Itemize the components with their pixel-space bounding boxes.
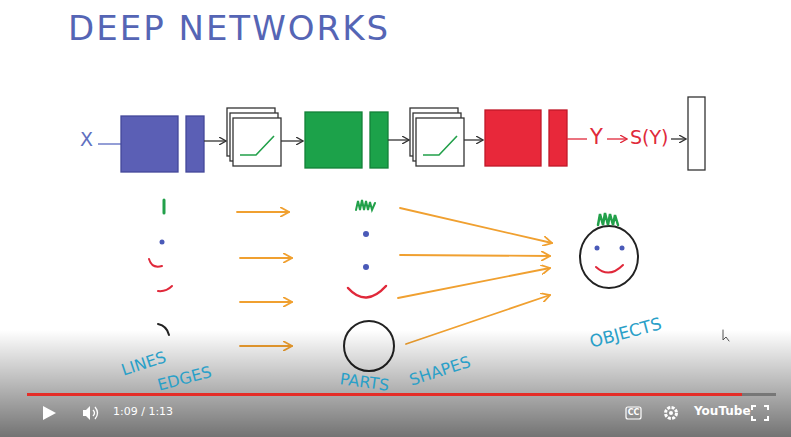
volume-waves xyxy=(93,407,98,419)
volume-icon xyxy=(83,406,90,420)
eye-part xyxy=(363,231,369,237)
orange-arrow xyxy=(400,208,552,243)
settings-gear xyxy=(666,408,677,419)
cc-box xyxy=(626,407,641,419)
hair-part xyxy=(356,200,375,210)
arrow xyxy=(464,139,483,140)
time-display: 1:09 / 1:13 xyxy=(113,406,173,418)
diagram-title: DEEP NETWORKS xyxy=(68,10,390,47)
softmax-symbol: S(Y) xyxy=(630,127,669,148)
orange-arrow xyxy=(240,301,292,303)
face-hair xyxy=(598,213,618,225)
output-line xyxy=(567,138,587,139)
youtube-logo: YouTube xyxy=(694,405,751,418)
arrow xyxy=(388,139,409,140)
input-symbol: X xyxy=(80,129,93,150)
player-shade xyxy=(0,330,791,437)
mouth-part xyxy=(348,286,386,298)
face-eye xyxy=(595,246,600,251)
fullscreen-icon xyxy=(752,406,768,420)
face-eye xyxy=(620,246,625,251)
orange-arrow xyxy=(400,255,550,256)
play-icon xyxy=(43,406,56,420)
cc-text: CC xyxy=(626,407,641,419)
arrow xyxy=(607,138,627,139)
relu-curve xyxy=(240,136,274,155)
bias-layer xyxy=(549,110,567,166)
bias-layer xyxy=(370,112,388,168)
orange-arrow xyxy=(398,268,550,298)
progress-track xyxy=(27,393,776,396)
settings-gear xyxy=(669,411,673,415)
eye-part xyxy=(363,264,369,270)
linear-layer xyxy=(305,112,362,168)
linear-layer xyxy=(485,110,541,166)
linear-layer xyxy=(121,116,178,172)
edge-feature xyxy=(149,259,162,267)
softmax-output xyxy=(688,97,705,170)
arrow xyxy=(204,140,226,141)
dot-feature xyxy=(160,240,165,245)
relu-stack xyxy=(233,118,281,166)
face-object xyxy=(580,226,638,288)
input-line xyxy=(98,143,121,144)
orange-arrow xyxy=(237,211,289,213)
arrow xyxy=(281,140,303,141)
face-mouth xyxy=(596,265,623,273)
relu-curve xyxy=(423,136,457,155)
bias-layer xyxy=(186,116,204,172)
output-symbol: Y xyxy=(590,126,603,149)
arrow xyxy=(671,138,686,139)
edge-feature xyxy=(158,286,172,291)
line-feature xyxy=(163,200,166,213)
relu-stack xyxy=(416,118,464,166)
pipeline xyxy=(98,97,705,172)
orange-arrow xyxy=(240,257,292,259)
